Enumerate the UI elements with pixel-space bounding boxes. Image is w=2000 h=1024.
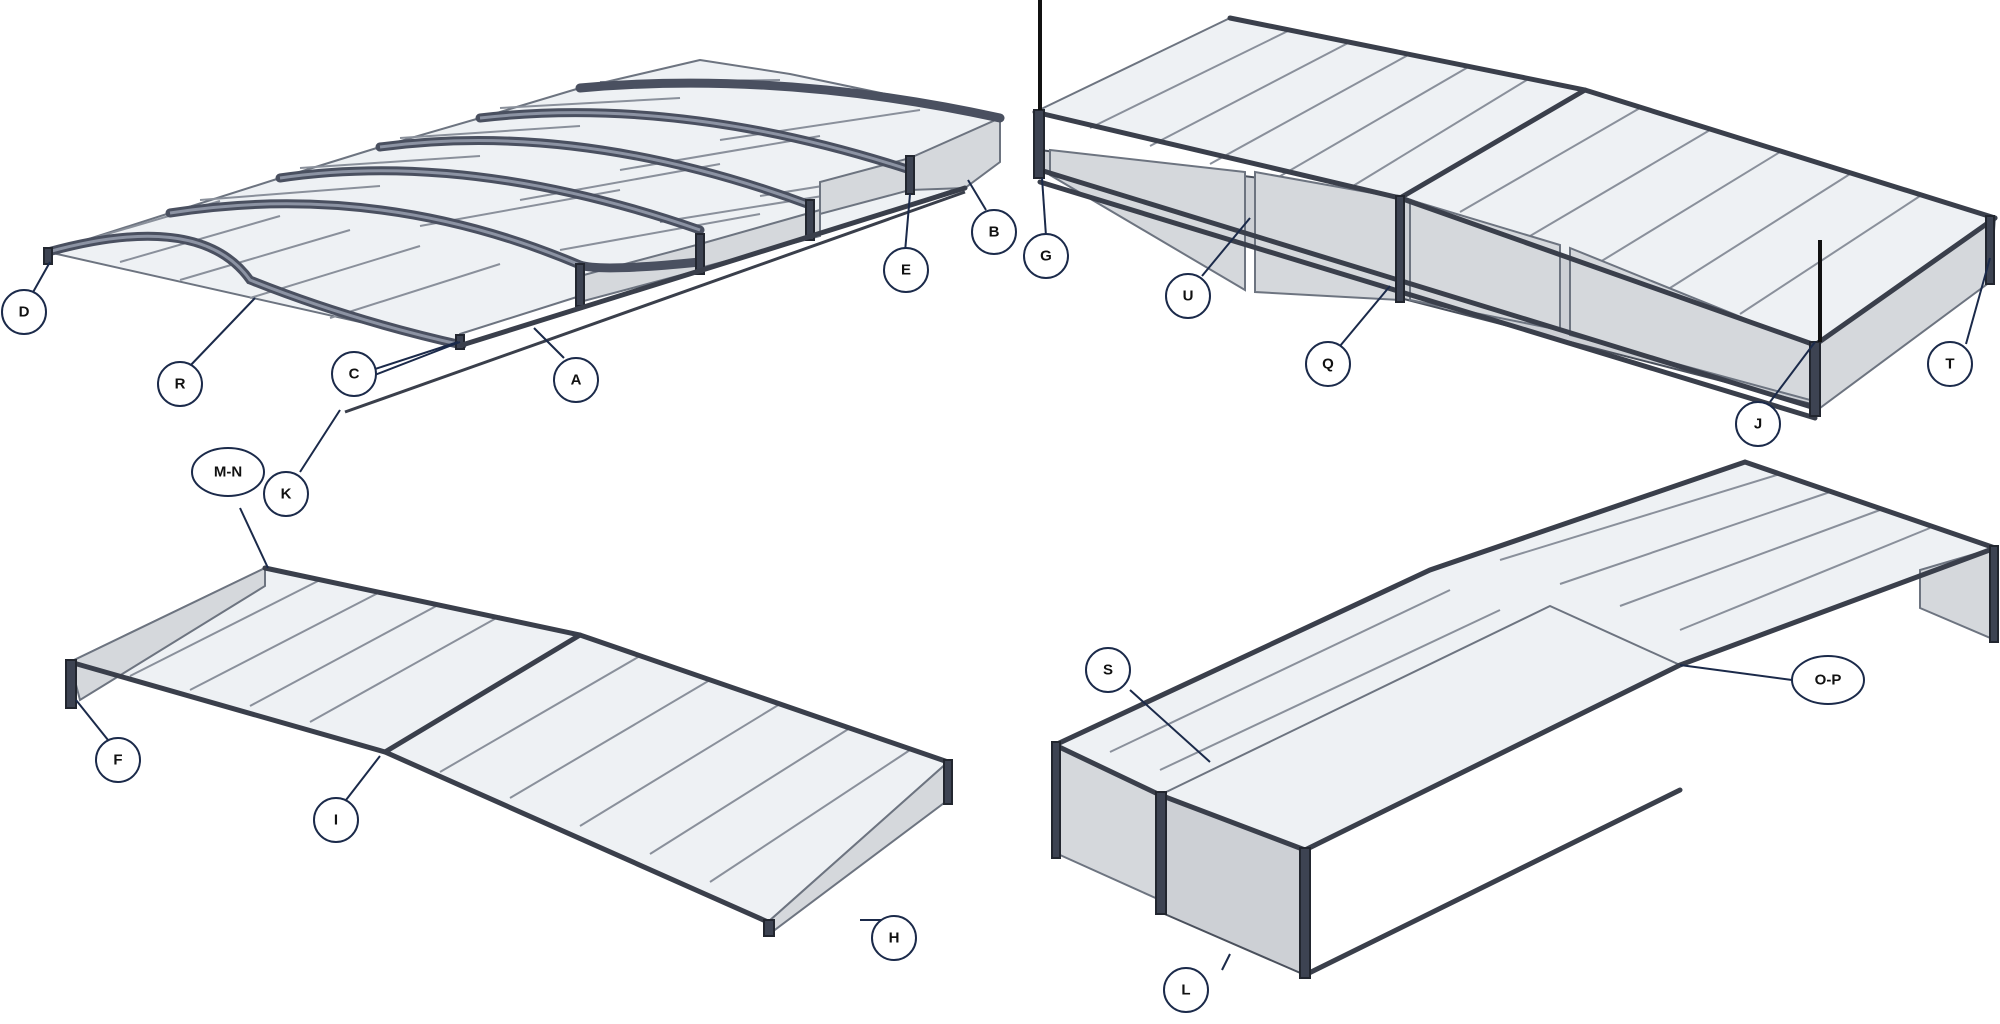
high-top-rail: [1032, 109, 1998, 348]
rail-q: [1037, 167, 1818, 411]
low-post-end: [943, 759, 953, 805]
callout-h: H: [871, 915, 917, 961]
callout-f: F: [95, 737, 141, 783]
high-post-t: [1985, 215, 1995, 285]
callout-e: E: [883, 247, 929, 293]
callout-label-e: E: [901, 262, 911, 279]
callout-label-t: T: [1945, 356, 1954, 373]
low-roof-slats: [129, 579, 911, 883]
low-back-rail: [262, 565, 951, 765]
callout-r: R: [157, 361, 203, 407]
low-roof-ridge: [382, 632, 583, 755]
leader-lines: [31, 177, 1991, 971]
callout-j: J: [1735, 401, 1781, 447]
callout-label-h: H: [889, 930, 900, 947]
rail-k: [344, 190, 966, 414]
callout-label-k: K: [281, 486, 292, 503]
callout-label-o-p: O-P: [1815, 672, 1842, 689]
callout-k: K: [263, 471, 309, 517]
callout-label-d: D: [19, 304, 30, 321]
callout-d: D: [1, 289, 47, 335]
telescopic-arches: [43, 78, 1005, 350]
callout-label-q: Q: [1322, 356, 1334, 373]
low-post-h: [763, 919, 775, 937]
callout-label-f: F: [113, 752, 122, 769]
view-module-enclosure: [1051, 459, 1999, 979]
module-post-end: [1989, 545, 1999, 643]
high-post-mid: [1395, 195, 1405, 303]
high-post-j: [1809, 341, 1821, 417]
callout-b: B: [971, 209, 1017, 255]
module-post-front: [1299, 847, 1311, 979]
low-front-rail: [67, 659, 771, 925]
callout-label-m-n: M-N: [214, 464, 242, 481]
module-rail-base: [1302, 787, 1683, 978]
view-low-enclosure: [65, 565, 953, 937]
callout-c: C: [331, 351, 377, 397]
module-rail-back: [1052, 459, 1998, 748]
high-roof-ridge: [1397, 87, 1588, 201]
high-roof-slats: [1089, 29, 1921, 315]
view-high-enclosure: [1032, 0, 1998, 421]
callout-label-b: B: [989, 224, 1000, 241]
module-roof-slats: [1109, 473, 1931, 771]
view-telescopic-enclosure: [43, 59, 1005, 414]
low-post-f: [65, 659, 77, 709]
callout-i: I: [313, 797, 359, 843]
callout-m-n: M-N: [191, 447, 265, 497]
callout-a: A: [553, 357, 599, 403]
high-back-rail: [1227, 15, 1998, 221]
callout-label-i: I: [334, 812, 338, 829]
high-front-glass: [1049, 148, 1246, 292]
callout-l: L: [1163, 967, 1209, 1013]
callout-o-p: O-P: [1791, 655, 1865, 705]
callout-label-s: S: [1103, 662, 1113, 679]
callout-u: U: [1165, 273, 1211, 319]
callout-s: S: [1085, 647, 1131, 693]
callout-label-g: G: [1040, 248, 1052, 265]
module-post-back: [1051, 741, 1061, 859]
callout-t: T: [1927, 341, 1973, 387]
module-post-l: [1155, 791, 1167, 915]
callout-g: G: [1023, 233, 1069, 279]
callout-label-a: A: [571, 372, 582, 389]
callout-q: Q: [1305, 341, 1351, 387]
callout-label-u: U: [1183, 288, 1194, 305]
callout-label-r: R: [175, 376, 186, 393]
rail-q-lower: [1037, 179, 1818, 421]
callout-label-l: L: [1181, 982, 1190, 999]
callout-label-j: J: [1754, 416, 1762, 433]
callout-label-c: C: [349, 366, 360, 383]
rail-a: [459, 185, 968, 348]
high-post-g: [1033, 109, 1045, 179]
